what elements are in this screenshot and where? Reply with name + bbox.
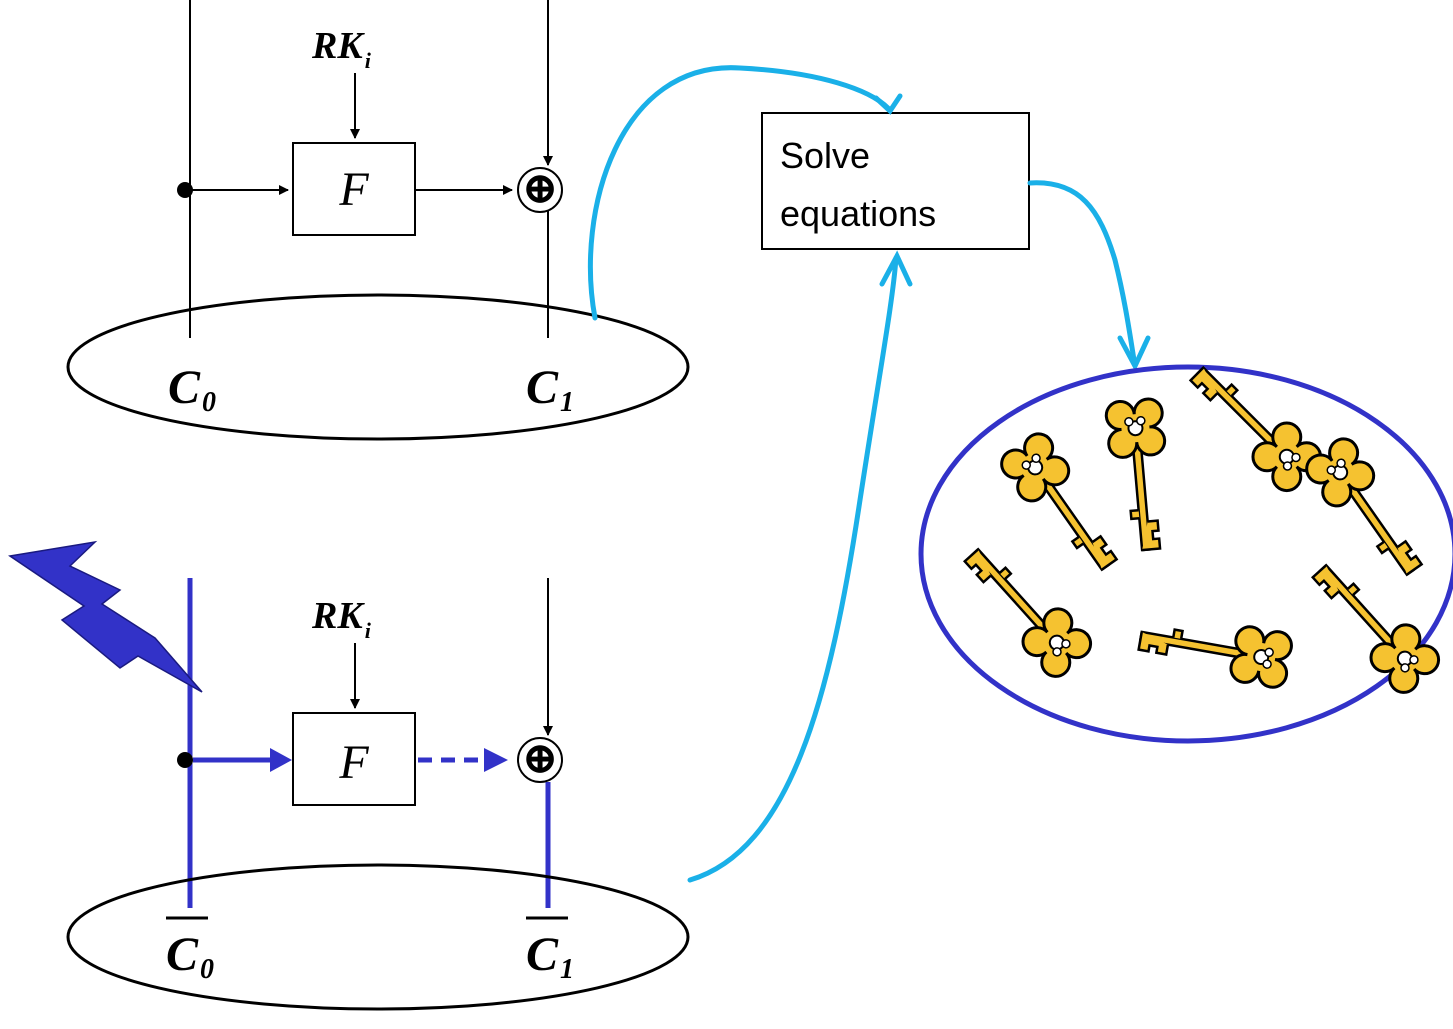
arrow-c1-to-solver — [587, 65, 891, 321]
arrow-faulty-to-solver-head — [879, 250, 913, 287]
top-junction-dot — [177, 182, 193, 198]
bottom-c0-label: C0 — [166, 928, 214, 985]
bottom-arrow-to-f-head — [270, 748, 292, 772]
bottom-f-label: F — [338, 736, 369, 789]
top-c1-label: C1 — [526, 361, 574, 418]
key-icon — [1300, 547, 1446, 700]
connector-arrows — [587, 65, 1151, 883]
top-xor-symbol: ⊕ — [522, 164, 559, 213]
top-xor-circle — [517, 167, 563, 213]
top-round: F RKi ⊕ C0 C1 — [66, 0, 690, 441]
solve-line-1: Solve — [780, 135, 870, 176]
key-icon — [994, 426, 1130, 585]
arrow-solver-to-keys-head — [1117, 335, 1151, 372]
solve-equations-box — [761, 112, 1030, 250]
arrow-faulty-c1-to-solver — [687, 255, 899, 883]
key-candidate-ellipse — [918, 364, 1453, 744]
bottom-xor-circle — [517, 737, 563, 783]
top-f-box — [292, 142, 416, 236]
bottom-output-ellipse — [66, 863, 690, 1011]
bottom-xor-symbol: ⊕ — [522, 734, 559, 783]
top-c0-label: C0 — [168, 361, 216, 418]
solve-line-2: equations — [780, 193, 936, 234]
lightning-bolt-icon — [8, 540, 203, 693]
top-f-label: F — [338, 163, 369, 216]
key-icon — [1134, 606, 1296, 691]
bottom-rk-label: RKi — [311, 595, 372, 643]
bottom-f-box — [292, 712, 416, 806]
top-rk-label: RKi — [311, 25, 372, 73]
bottom-junction-dot — [177, 752, 193, 768]
bottom-c1-label: C1 — [526, 928, 574, 985]
bottom-dashed-arrow-head — [484, 748, 508, 772]
key-candidates — [918, 349, 1453, 744]
solver-box-group: Solve equations — [761, 112, 1030, 250]
arrow-solver-to-keys — [1027, 180, 1137, 363]
bottom-round: F RKi ⊕ C0 C1 — [66, 578, 690, 1011]
key-icon — [1103, 396, 1176, 554]
top-output-ellipse — [66, 293, 690, 441]
key-icon — [952, 531, 1098, 684]
arrow-c1-to-solver-head — [873, 93, 903, 115]
